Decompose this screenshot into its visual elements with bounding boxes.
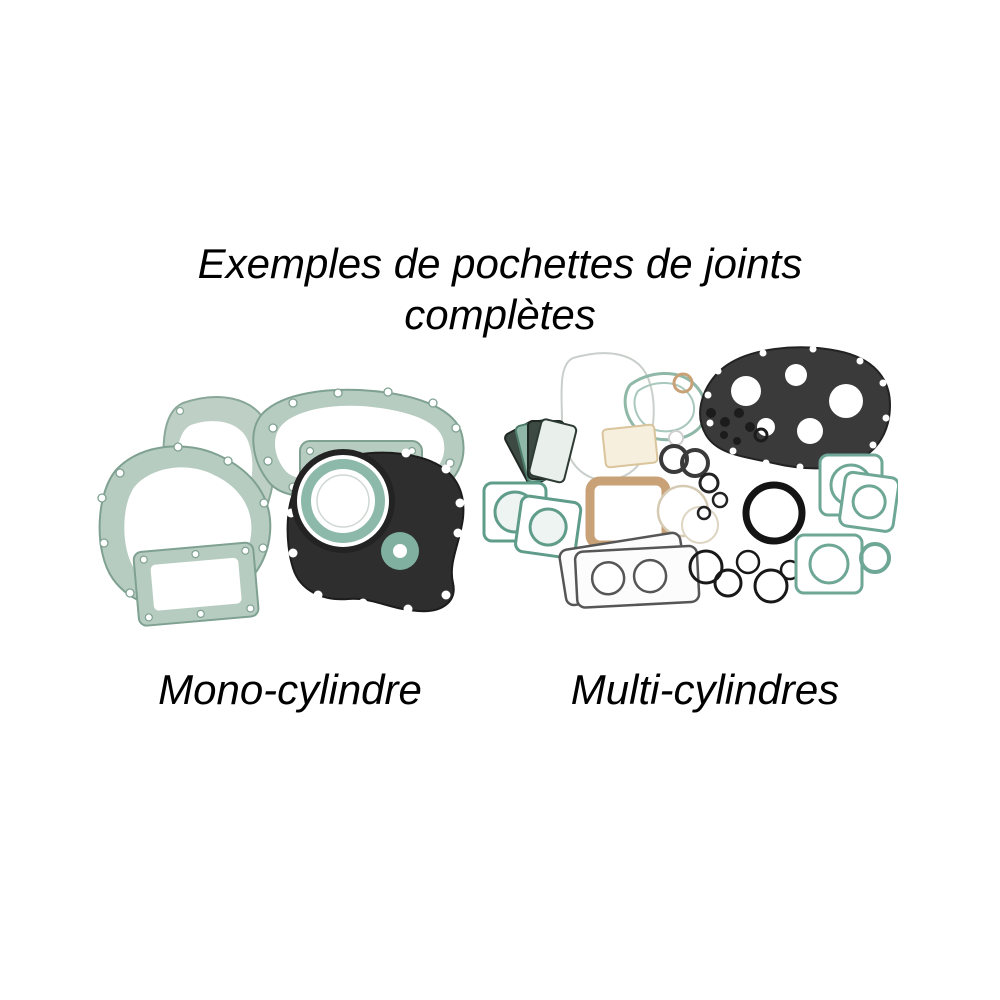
paper-gasket-outline xyxy=(560,352,655,482)
caption-multi-cylindres: Multi-cylindres xyxy=(570,666,840,713)
large-o-ring xyxy=(742,481,806,545)
title-line-2: complètes xyxy=(404,291,596,339)
bore-ring xyxy=(291,449,395,553)
caption-mono-cylindre: Mono-cylindre xyxy=(158,666,422,713)
small-seal-ring xyxy=(753,427,769,443)
rubber-seal-dots xyxy=(706,408,755,445)
head-gasket-stack xyxy=(558,531,701,609)
multi-cylinder-gasket-kit-photo xyxy=(482,345,898,609)
mono-cylinder-gasket-kit-photo xyxy=(97,387,465,627)
teal-square-gaskets-right xyxy=(818,453,898,533)
fan-gasket-stack xyxy=(504,418,578,487)
teal-gasket-bottom-right xyxy=(794,533,891,595)
o-ring-cluster xyxy=(688,549,801,604)
rectangular-gasket xyxy=(132,541,260,627)
dark-crankcase-gasket xyxy=(699,345,892,471)
page-title: Exemples de pochettes de joints complète… xyxy=(0,238,1000,340)
title-line-1: Exemples de pochettes de joints xyxy=(197,240,803,287)
cream-paper-gasket xyxy=(601,423,659,469)
teal-cylinder-gaskets-left xyxy=(482,481,583,560)
small-o-rings xyxy=(696,472,729,521)
paired-dark-rings xyxy=(659,444,710,478)
